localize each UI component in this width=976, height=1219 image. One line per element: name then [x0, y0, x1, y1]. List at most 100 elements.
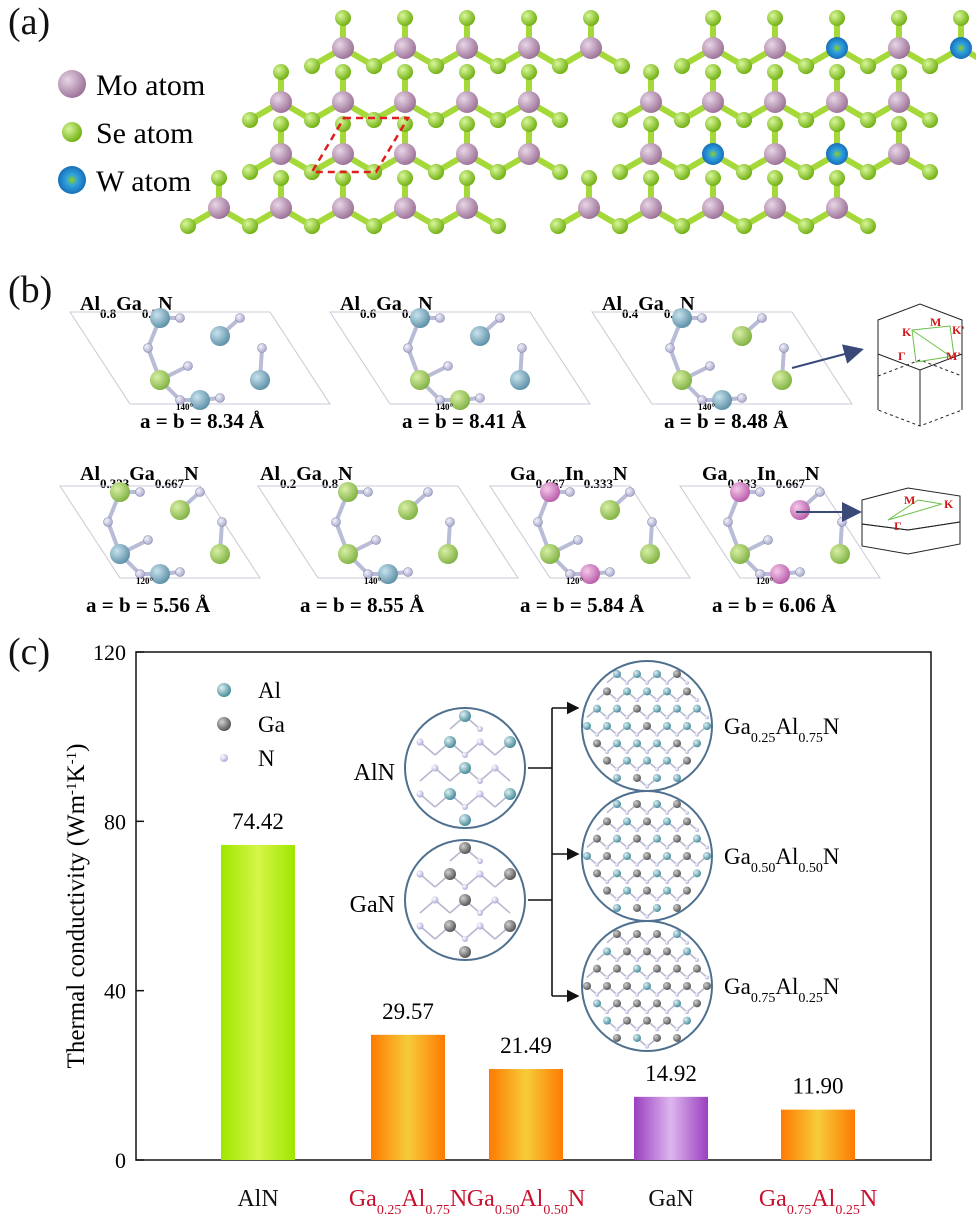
al-atom: [623, 722, 631, 730]
n-atom: [675, 958, 679, 963]
bar-value-label: 21.49: [500, 1033, 552, 1058]
legend-label: Mo atom: [96, 69, 205, 102]
metal-atom: [438, 544, 458, 564]
formula-element: Al: [80, 293, 100, 315]
mo-atom: [888, 37, 910, 59]
se-atom: [521, 10, 537, 26]
formula-element: Al: [775, 974, 798, 999]
ga-atom: [623, 1016, 631, 1025]
formula-subscript: 0.25: [835, 1203, 860, 1218]
se-atom: [180, 218, 196, 234]
ga-atom: [459, 894, 471, 906]
n-atom: [655, 862, 659, 867]
lattice-constant: a = b = 8.48 Å: [664, 409, 789, 433]
metal-atom: [250, 370, 270, 390]
legend-label: Ga: [258, 712, 285, 737]
al-atom: [459, 813, 471, 826]
mo-atom: [764, 143, 786, 165]
bar-value-label: 14.92: [645, 1061, 697, 1086]
se-atom: [273, 170, 289, 186]
structure-formula: Ga0.333In0.667N: [702, 463, 820, 491]
se-atom: [767, 170, 783, 186]
n-atom: [143, 535, 153, 545]
mo-atom: [764, 37, 786, 59]
n-atom: [645, 1044, 649, 1049]
metal-atom: [210, 544, 230, 564]
n-atom: [217, 517, 227, 527]
se-atom: [705, 116, 721, 132]
al-atom: [633, 670, 641, 679]
se-atom: [705, 64, 721, 80]
n-atom: [723, 517, 733, 527]
ga-atom: [653, 964, 661, 973]
n-atom: [815, 487, 825, 497]
n-atom: [517, 343, 527, 353]
bz-bottom-K: K: [944, 497, 954, 511]
se-atom: [612, 218, 628, 234]
al-atom: [653, 773, 661, 782]
mo-atom: [826, 197, 848, 219]
lattice-constant: a = b = 8.55 Å: [300, 593, 425, 617]
al-atom: [703, 722, 711, 730]
mo-atom: [826, 91, 848, 113]
al-atom: [623, 852, 631, 860]
al-atom: [459, 710, 471, 723]
n-atom: [675, 828, 679, 833]
legend-atom-icon: [62, 122, 82, 142]
n-atom: [477, 777, 483, 784]
inset-target-label: Ga0.25Al0.75N: [724, 714, 840, 746]
n-atom: [565, 569, 575, 579]
bar: [781, 1109, 855, 1160]
unit-cell: [591, 311, 853, 405]
n-atom: [635, 897, 639, 902]
n-atom: [135, 487, 145, 497]
ga-atom: [633, 999, 641, 1008]
se-atom: [521, 64, 537, 80]
se-atom: [798, 112, 814, 128]
metal-atom: [470, 326, 490, 346]
formula-element: Ga: [129, 463, 155, 485]
formula-subscript: 0.75: [798, 731, 823, 746]
n-atom: [605, 567, 615, 577]
formula-subscript: 0.50: [543, 1203, 568, 1218]
formula-element: N: [568, 1186, 585, 1212]
n-atom: [615, 992, 619, 997]
bar-value-label: 29.57: [382, 999, 434, 1024]
se-atom: [736, 218, 752, 234]
metal-atom: [410, 370, 430, 390]
formula-element: GaN: [648, 1186, 693, 1212]
ga-atom: [633, 869, 641, 878]
mo-atom: [764, 91, 786, 113]
metal-atom: [410, 308, 430, 328]
n-atom: [685, 940, 689, 945]
n-atom: [755, 569, 765, 579]
formula-subscript: 0.75: [787, 1203, 812, 1218]
ga-atom: [693, 999, 701, 1008]
n-atom: [755, 487, 765, 497]
n-atom: [645, 975, 649, 980]
n-atom: [675, 732, 679, 737]
formula-subscript: 0.333: [584, 476, 614, 491]
metal-atom: [510, 370, 530, 390]
n-atom: [605, 879, 609, 884]
n-atom: [615, 862, 619, 867]
n-atom: [695, 828, 699, 833]
al-atom: [613, 869, 621, 878]
mo-atom: [394, 37, 416, 59]
al-atom: [673, 999, 681, 1008]
formula-subscript: 0.4: [622, 306, 639, 321]
ga-atom: [683, 756, 691, 765]
mo-atom: [394, 143, 416, 165]
formula-element: Al: [811, 1186, 835, 1212]
n-atom: [685, 715, 689, 720]
ga-atom: [459, 842, 471, 855]
formula-element: Al: [775, 714, 798, 739]
ga-atom: [633, 800, 641, 809]
n-atom: [675, 862, 679, 867]
metal-atom: [772, 370, 792, 390]
n-atom: [665, 680, 669, 685]
al-atom: [504, 736, 516, 749]
n-atom: [595, 862, 599, 867]
